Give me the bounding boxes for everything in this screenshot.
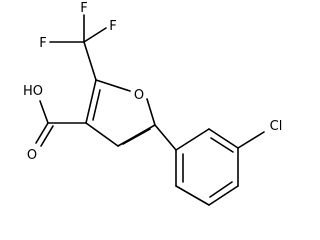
trifluoromethyl-bonds <box>49 14 107 81</box>
chemical-structure-diagram: F F F O HO O Cl <box>23 1 282 206</box>
carboxylic-acid-bonds <box>35 100 87 147</box>
fluorine-left-label: F <box>39 36 46 51</box>
hydroxyl-label: HO <box>23 84 43 99</box>
atom-labels: F F F O HO O Cl <box>23 1 282 163</box>
fluorine-top-label: F <box>80 1 87 16</box>
ring-oxygen-label: O <box>134 88 144 103</box>
biaryl-bond <box>154 124 177 151</box>
chlorine-label: Cl <box>270 119 283 134</box>
furan-ring-bonds <box>85 79 156 147</box>
carbonyl-oxygen-label: O <box>27 148 37 163</box>
fluorine-right-label: F <box>109 19 116 34</box>
chlorophenyl-ring-bonds <box>175 128 265 206</box>
